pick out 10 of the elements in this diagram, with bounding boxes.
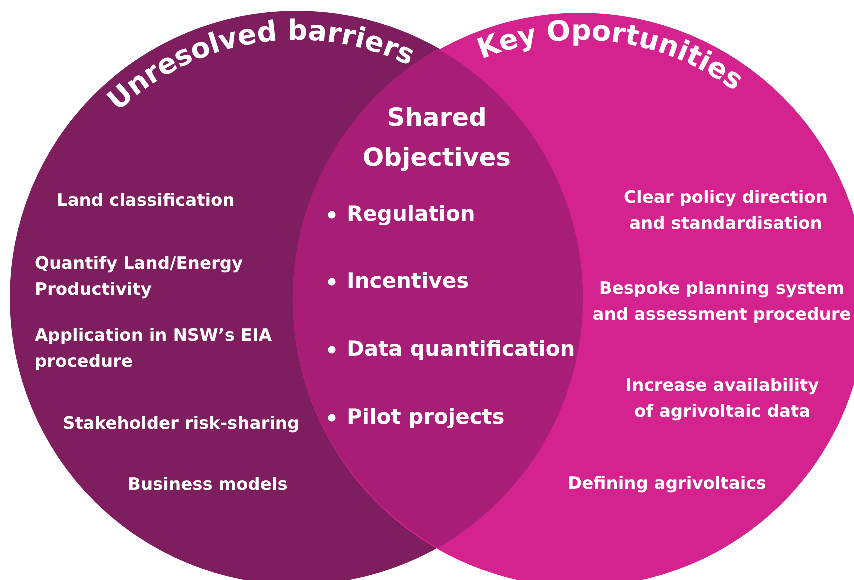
list-item: Defining agrivoltaics — [568, 473, 768, 496]
section-heading: Shared Objectives — [362, 102, 512, 174]
list-item: Bespoke planning system and assessment procedure — [592, 278, 852, 327]
list-item: Application in NSW’s EIA procedure — [35, 325, 274, 374]
list-item: Stakeholder risk-sharing — [63, 413, 301, 436]
list-item: Business models — [128, 474, 289, 497]
list-item: Increase availability of agrivoltaic data — [624, 375, 820, 424]
list-item: Quantify Land/Energy Productivity — [35, 253, 244, 302]
list-item: Land classification — [57, 190, 236, 213]
list-item: Clear policy direction and standardisation — [623, 187, 829, 236]
